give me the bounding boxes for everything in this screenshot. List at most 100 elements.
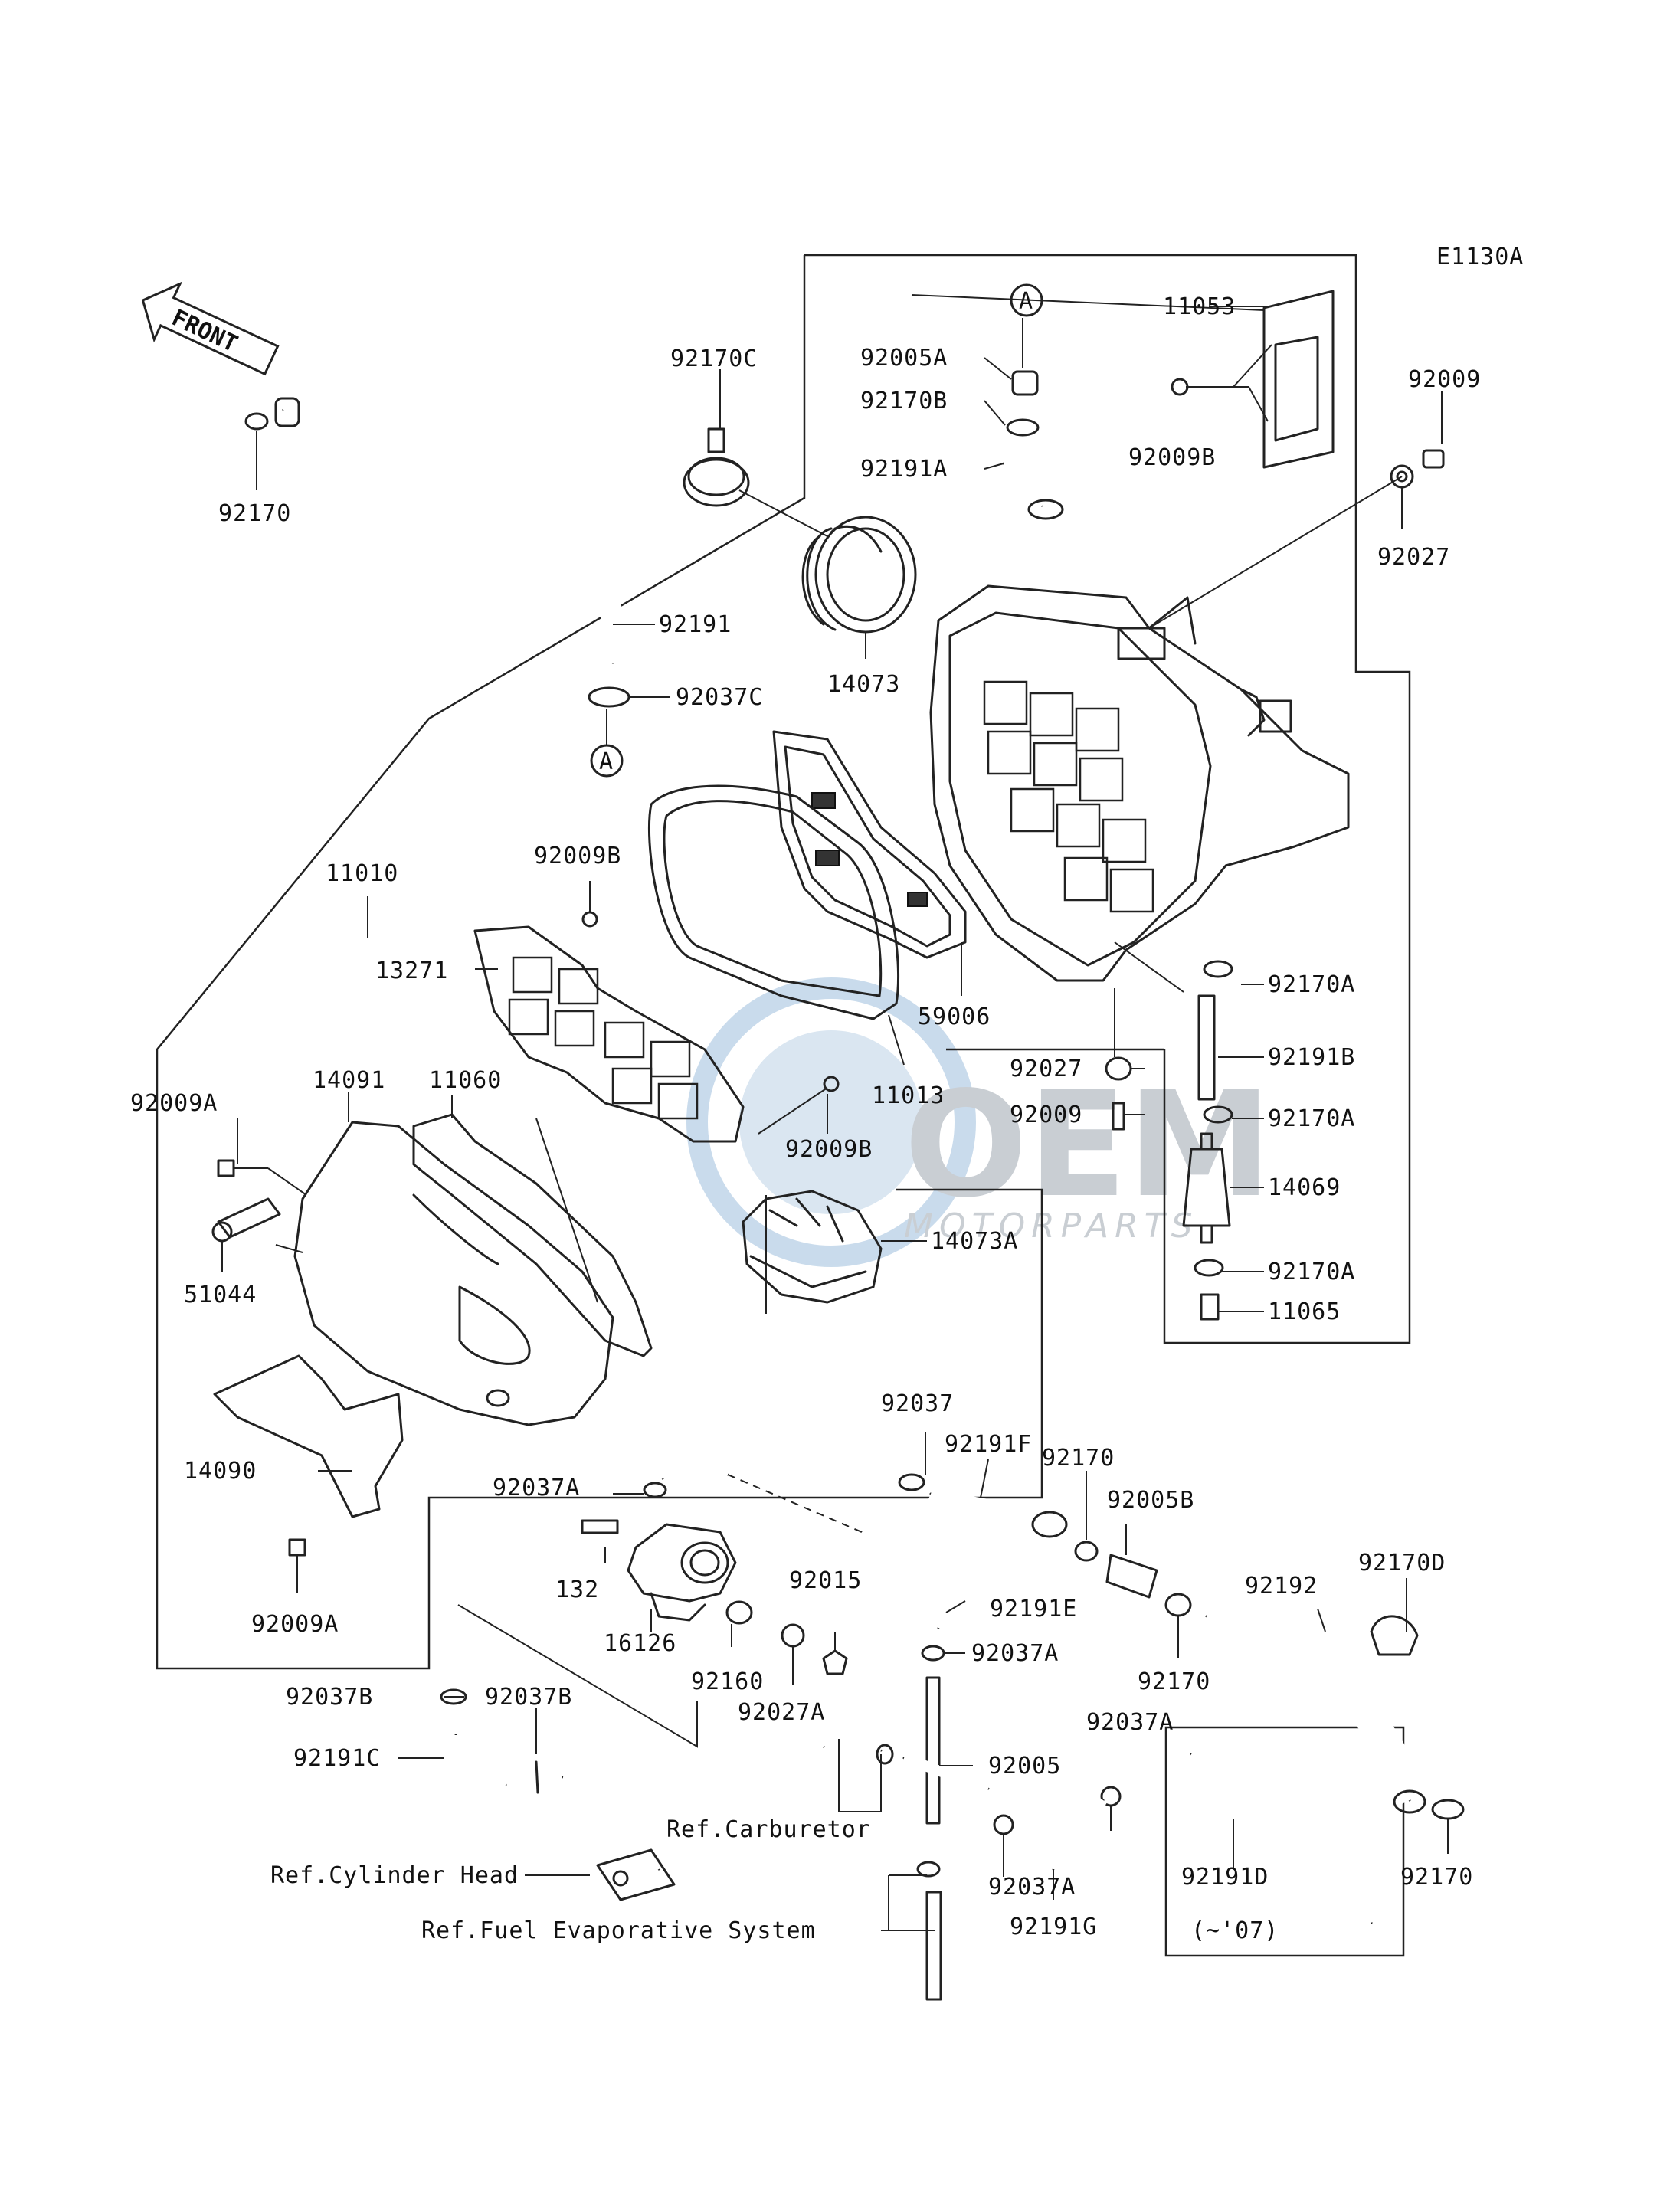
screw-92009a-low: [288, 1538, 306, 1557]
label-ref-carburetor: Ref.Carburetor: [666, 1816, 871, 1843]
clip-92037: [898, 1473, 925, 1491]
screw-92009b-mid: [581, 911, 598, 928]
label-92027-mid: 92027: [1010, 1056, 1082, 1082]
hose-11065: [1200, 1293, 1220, 1321]
label-14090: 14090: [184, 1458, 257, 1485]
label-92037a-4: 92037A: [988, 1874, 1076, 1901]
ref-circle-a-lower: [590, 744, 624, 778]
label-92191e: 92191E: [990, 1596, 1077, 1622]
label-92009-mid: 92009: [1010, 1102, 1082, 1128]
label-92170a-3: 92170A: [1268, 1259, 1355, 1285]
part-labels: 92170C 11053 92009 92005A 92170B 92009B …: [130, 293, 1481, 1944]
label-92037a-3: 92037A: [1086, 1709, 1174, 1736]
label-11060: 11060: [429, 1067, 502, 1094]
fitting-92005b: [1105, 1554, 1158, 1599]
label-92170c: 92170C: [670, 345, 758, 372]
label-92037b-1: 92037B: [286, 1684, 373, 1711]
air-cleaner-housing: [929, 584, 1350, 982]
label-14069: 14069: [1268, 1174, 1341, 1201]
valve-16126: [581, 1519, 737, 1622]
front-arrow: FRONT: [141, 281, 280, 376]
clip-92037a-4: [1100, 1786, 1122, 1807]
clip-92170-right: [1431, 1799, 1465, 1820]
ref-a-upper-text: A: [1019, 288, 1033, 315]
label-92191g: 92191G: [1010, 1914, 1097, 1940]
breather-hose-92191: [282, 375, 614, 664]
label-13271: 13271: [375, 958, 448, 984]
label-92191c: 92191C: [293, 1745, 381, 1772]
label-92005: 92005: [988, 1753, 1061, 1780]
clip-92037b-1: [440, 1688, 467, 1705]
air-boot-14073: [801, 516, 917, 634]
fitting-92005a: [1011, 370, 1039, 396]
label-92037: 92037: [881, 1390, 954, 1417]
diagram-code: E1130A: [1436, 244, 1524, 270]
label-note-07: (~'07): [1191, 1917, 1279, 1944]
breather-hose-inner: [278, 365, 624, 663]
label-92170-low: 92170: [1138, 1668, 1210, 1695]
label-92009a-low: 92009A: [251, 1611, 339, 1638]
label-92009a-top: 92009A: [130, 1090, 218, 1117]
label-92170a-1: 92170A: [1268, 971, 1355, 998]
label-92170a-2: 92170A: [1268, 1105, 1355, 1132]
label-92009b-top: 92009B: [1128, 444, 1216, 471]
bolt-132: [581, 1519, 619, 1534]
clip-92170-mid: [1074, 1541, 1099, 1562]
part-shapes: A A: [211, 283, 1465, 2001]
label-92005b: 92005B: [1107, 1487, 1194, 1514]
label-11053: 11053: [1163, 293, 1236, 320]
duct-14073a: [742, 1190, 883, 1304]
label-16126: 16126: [604, 1630, 676, 1657]
hose-92191b: [1197, 994, 1216, 1101]
label-92037b-2: 92037B: [485, 1684, 572, 1711]
label-132: 132: [555, 1577, 599, 1603]
filter-element-59006: [772, 730, 967, 959]
label-11013: 11013: [872, 1082, 945, 1109]
lower-case-14091: [293, 1121, 614, 1426]
ref-a-lower-text: A: [599, 748, 614, 775]
watermark-sub: MOTORPARTS: [904, 1207, 1199, 1246]
washer-92027a: [781, 1623, 805, 1648]
label-92009-top: 92009: [1408, 366, 1481, 393]
label-92009b-mid: 92009B: [534, 843, 621, 869]
label-92191a: 92191A: [860, 456, 948, 483]
leader-lines: [221, 294, 1449, 1931]
label-92191d: 92191D: [1181, 1864, 1269, 1891]
nut-92015: [822, 1649, 848, 1675]
label-92191: 92191: [659, 611, 732, 638]
tee-92005-vertical: [925, 1676, 941, 1825]
label-92009b-low: 92009B: [785, 1136, 873, 1163]
label-11010: 11010: [326, 860, 398, 887]
bolt-92009b-top: [1171, 378, 1189, 396]
foam-11013: [647, 784, 900, 1020]
label-92160: 92160: [691, 1668, 764, 1695]
label-ref-cylinder-head: Ref.Cylinder Head: [270, 1862, 519, 1889]
clip-92037a-3: [993, 1814, 1014, 1835]
bolt-92009-mid: [1112, 1102, 1125, 1131]
fitting-51044: [217, 1197, 281, 1239]
clip-92037c: [588, 686, 630, 708]
bolt-92009-top: [1422, 449, 1445, 469]
label-92027-top: 92027: [1377, 544, 1450, 571]
label-14091: 14091: [313, 1067, 385, 1094]
screw-92009a-top: [217, 1159, 235, 1177]
label-ref-fuel-evap: Ref.Fuel Evaporative System: [421, 1917, 816, 1944]
clip-92037a-2: [921, 1645, 945, 1662]
clip-92170a-3: [1194, 1259, 1224, 1277]
label-59006: 59006: [918, 1004, 991, 1030]
gasket-11060: [412, 1113, 653, 1357]
bracket-14090: [213, 1354, 404, 1518]
label-11065: 11065: [1268, 1298, 1341, 1325]
clip-92170d: [1370, 1615, 1419, 1656]
label-92005a: 92005A: [860, 345, 948, 372]
label-92170-right: 92170: [1400, 1864, 1473, 1891]
watermark-brand: OEM: [904, 1060, 1272, 1229]
label-92170d: 92170D: [1358, 1550, 1446, 1577]
cover-13271: [473, 925, 745, 1143]
label-14073a: 14073A: [931, 1228, 1018, 1255]
label-14073: 14073: [827, 671, 900, 698]
clip-92170-top: [244, 412, 269, 431]
label-92037a-2: 92037A: [971, 1640, 1059, 1667]
label-92170-mid: 92170: [1042, 1445, 1115, 1472]
